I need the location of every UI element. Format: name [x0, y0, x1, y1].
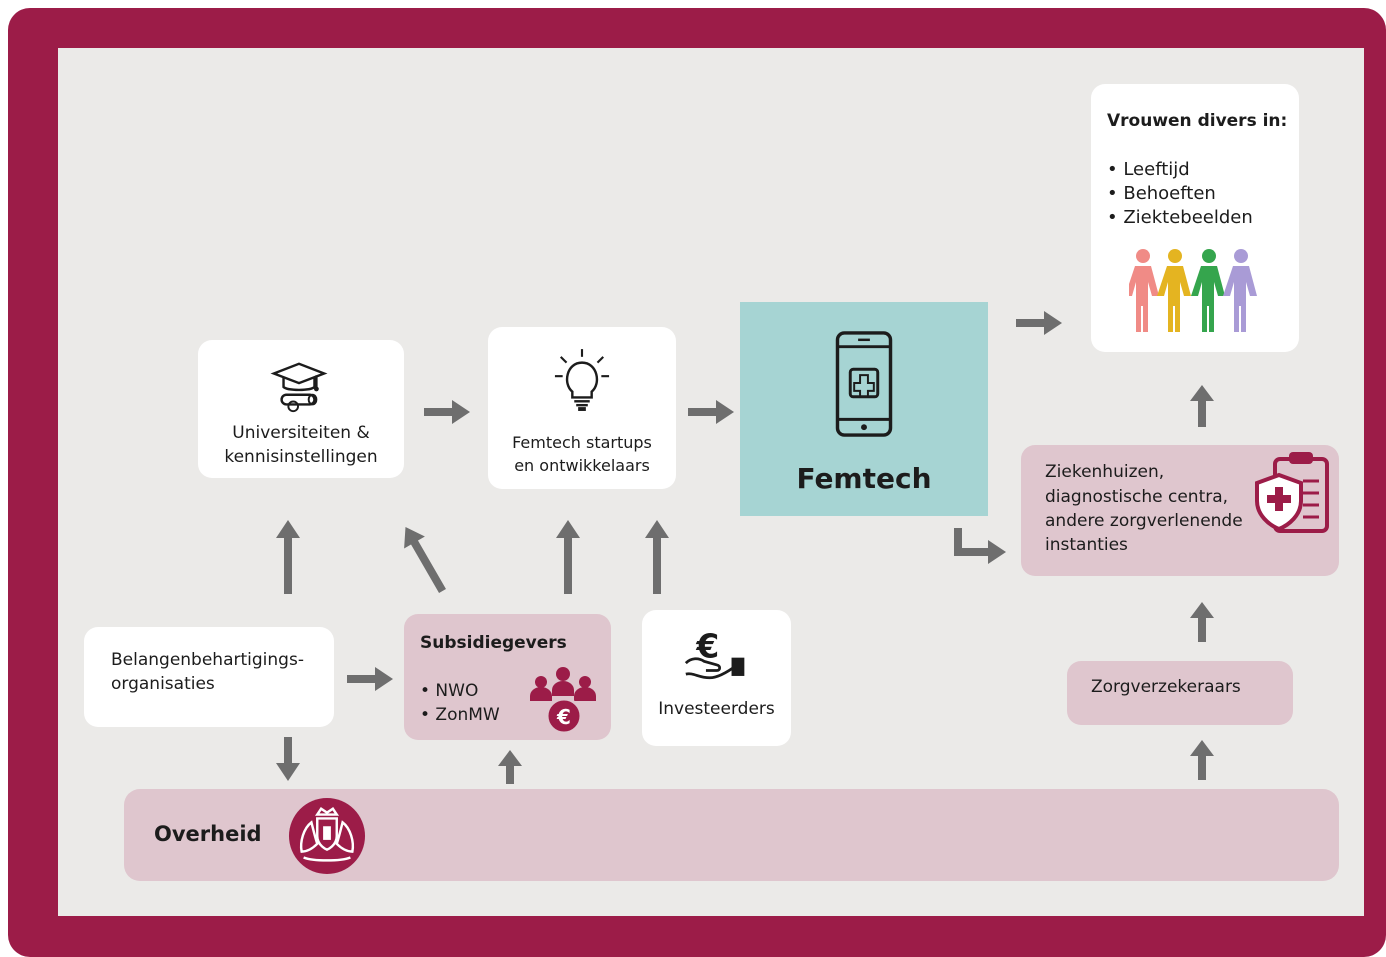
arrow-subsidies-to-universities [404, 526, 446, 594]
subsidies-box: Subsidiegevers • NWO • ZonMW € [404, 614, 611, 740]
investors-label: Investeerders [658, 699, 775, 719]
arrow-femtech-to-hospitals [954, 528, 1006, 564]
advocacy-box: Belangenbehartigings- organisaties [84, 627, 334, 727]
arrow-universities-to-startups [424, 400, 470, 424]
smartphone-medical-icon [835, 331, 893, 437]
euro-hand-icon: € [684, 627, 745, 680]
femtech-box: Femtech [740, 302, 988, 516]
subsidies-item-nwo: • NWO [420, 681, 479, 701]
femtech-label: Femtech [796, 462, 932, 495]
universities-label-line2: kennisinstellingen [224, 447, 378, 467]
advocacy-line1: Belangenbehartigings- [111, 650, 304, 670]
arrow-startups-to-femtech [688, 400, 734, 424]
women-item-needs: • Behoeften [1107, 183, 1216, 204]
government-label: Overheid [154, 822, 262, 846]
startups-label-line1: Femtech startups [512, 433, 652, 452]
arrow-investors-to-startups [645, 520, 669, 594]
universities-box: Universiteiten & kennisinstellingen [198, 340, 404, 478]
arrow-femtech-to-women [1016, 311, 1062, 335]
arrow-subsidies-to-startups [556, 520, 580, 594]
subsidies-item-zonmw: • ZonMW [420, 705, 500, 725]
hospitals-box: Ziekenhuizen, diagnostische centra, ande… [1021, 445, 1339, 576]
subsidies-title: Subsidiegevers [420, 633, 567, 653]
svg-text:€: € [556, 705, 571, 729]
lightbulb-icon [554, 349, 610, 411]
arrow-government-to-subsidies [498, 750, 522, 784]
arrow-advocacy-to-government [276, 737, 300, 781]
hospitals-line1: Ziekenhuizen, [1045, 462, 1165, 482]
women-box: Vrouwen divers in: • Leeftijd • Behoefte… [1091, 84, 1299, 352]
women-title: Vrouwen divers in: [1107, 111, 1288, 131]
svg-text:€: € [695, 627, 719, 666]
government-box: Overheid [124, 789, 1339, 881]
medical-clipboard-icon [1255, 452, 1329, 533]
euro-group-icon: € [530, 667, 596, 735]
investors-box: € Investeerders [642, 610, 791, 746]
arrow-government-to-insurers [1190, 740, 1214, 780]
hospitals-line2: diagnostische centra, [1045, 487, 1229, 507]
universities-label-line1: Universiteiten & [232, 423, 370, 443]
startups-box: Femtech startups en ontwikkelaars [488, 327, 676, 489]
women-item-age: • Leeftijd [1107, 159, 1190, 180]
startups-label-line2: en ontwikkelaars [514, 456, 650, 475]
insurers-box: Zorgverzekeraars [1067, 661, 1293, 725]
hospitals-line3: andere zorgverlenende [1045, 511, 1243, 531]
hospitals-line4: instanties [1045, 535, 1128, 555]
arrow-advocacy-to-universities [276, 520, 300, 594]
arrow-advocacy-to-subsidies [347, 667, 393, 691]
women-group-icon [1129, 249, 1257, 332]
graduation-cap-icon [270, 362, 328, 413]
insurers-label: Zorgverzekeraars [1091, 677, 1241, 697]
arrow-hospitals-to-women [1190, 385, 1214, 427]
coat-of-arms-icon [288, 797, 366, 875]
arrow-insurers-to-hospitals [1190, 602, 1214, 642]
women-item-conditions: • Ziektebeelden [1107, 207, 1253, 228]
advocacy-line2: organisaties [111, 674, 215, 694]
